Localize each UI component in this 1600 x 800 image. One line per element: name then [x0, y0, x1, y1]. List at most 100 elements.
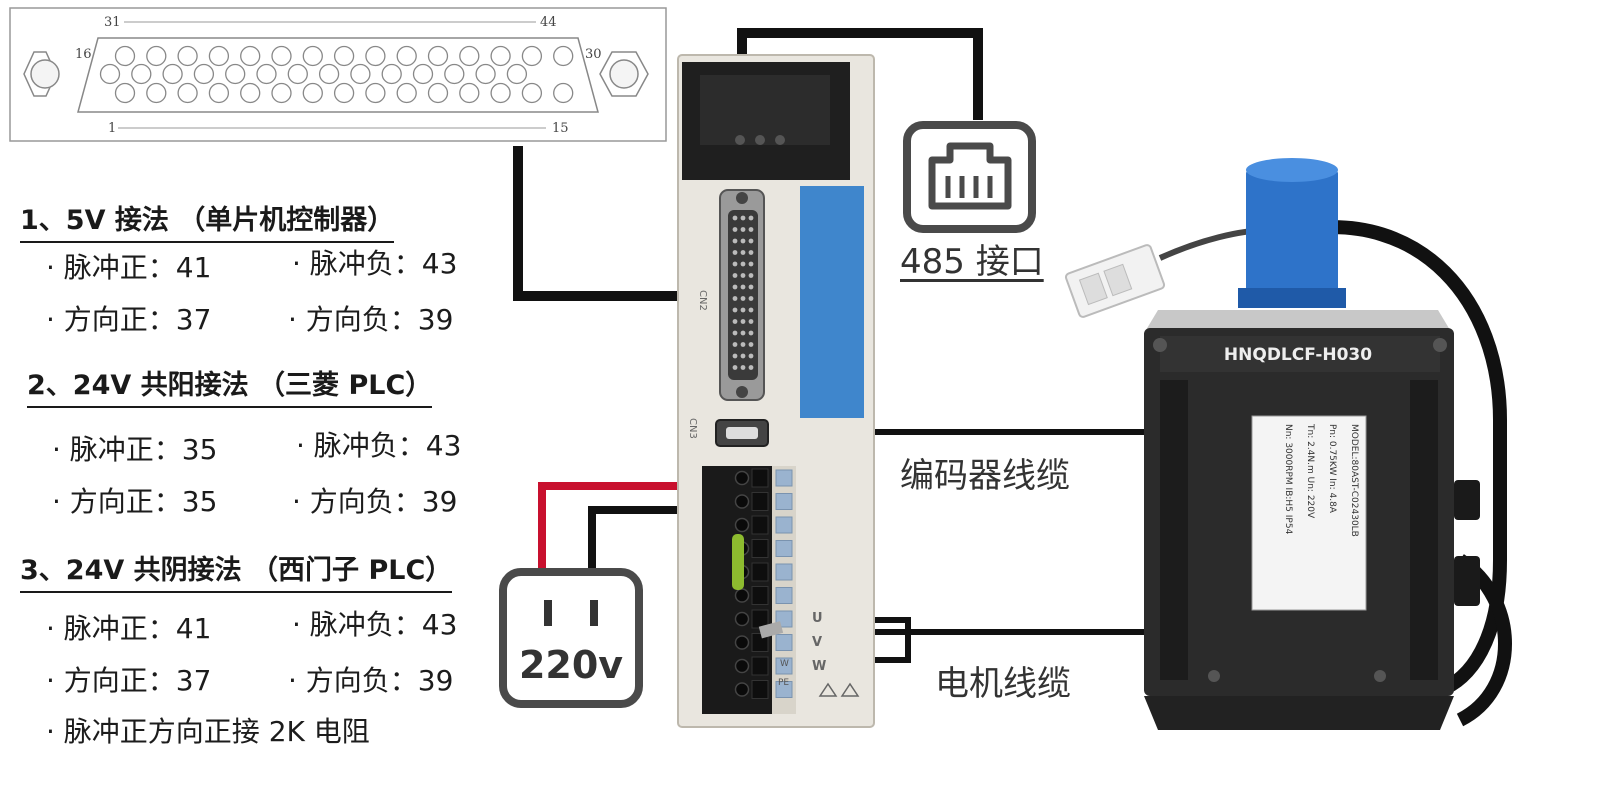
phase-label-u: U [812, 611, 823, 626]
connector-pin [302, 82, 323, 104]
cn2-pin [732, 330, 738, 336]
connector-pin [114, 82, 136, 104]
section-1-pulse-negative: · 脉冲负：43 [292, 247, 458, 280]
connector-pin [208, 45, 230, 67]
pin-label-30: 30 [585, 47, 602, 62]
cn2-pin [740, 342, 746, 347]
power-voltage-label: 220v [519, 643, 623, 687]
cn2-pin [740, 330, 746, 336]
motor-model-header: HNQDLCF-H030 [1224, 345, 1372, 365]
cn2-pin [740, 227, 746, 232]
cn2-pin [748, 319, 754, 324]
connector-pin [333, 82, 355, 104]
connector-pin [475, 63, 496, 85]
connector-pin [459, 82, 480, 104]
connector-pin [427, 45, 449, 67]
connector-pin [506, 63, 528, 85]
cn2-pin [740, 296, 746, 301]
terminal-slot [751, 539, 769, 558]
connector-pin [365, 45, 386, 67]
cable-gland-power [1454, 556, 1480, 606]
cn2-pin [740, 273, 746, 278]
mount-hole-right [609, 59, 639, 89]
power-outlet-icon: 220v [499, 568, 643, 708]
db44-connector-pinout: 31 44 16 30 1 15 [9, 7, 667, 142]
cn2-pin [732, 238, 738, 244]
connector-pin [302, 45, 323, 67]
connector-pin [396, 82, 417, 104]
driver-blue-label [800, 186, 864, 418]
section-2-direction-positive: · 方向正：35 [52, 485, 218, 518]
encoder-cable-label: 编码器线缆 [900, 456, 1070, 496]
pin-label-44: 44 [540, 15, 557, 30]
encoder-cap [1246, 168, 1338, 298]
section-3-heading: 3、24V 共阴接法 （西门子 PLC） [20, 548, 453, 593]
connector-pin [99, 63, 121, 85]
connector-pin [553, 82, 574, 104]
connector-pin [427, 82, 449, 104]
cn2-pin [748, 307, 754, 313]
cn2-pin [740, 353, 746, 359]
connector-pin [490, 82, 511, 104]
cn2-pin [748, 284, 754, 290]
warning-icon-2 [840, 682, 860, 697]
connector-pin [444, 63, 465, 85]
cn2-pin [740, 319, 746, 324]
rs485-wire [737, 28, 983, 120]
terminal-slot [751, 515, 769, 535]
terminal-screw [734, 658, 750, 674]
cn2-pin [732, 261, 738, 267]
cn2-pin [732, 284, 738, 290]
terminal-slot [751, 680, 769, 699]
connector-pin [287, 63, 308, 85]
motor-nameplate [1251, 415, 1367, 611]
connector-pin [177, 45, 198, 67]
connector-pin [381, 63, 402, 85]
terminal-marker [775, 587, 793, 604]
terminal-marker [775, 657, 793, 675]
terminal-label-w: W [780, 659, 789, 669]
warning-icon [818, 682, 838, 697]
terminal-marker [775, 563, 793, 581]
rs485-port-label: 485 接口 [900, 242, 1044, 282]
section-1-pulse-positive: · 脉冲正：41 [46, 251, 212, 284]
servo-driver: CN2 CN3 U V W W PE [677, 54, 875, 728]
section-2-pulse-negative: · 脉冲负：43 [296, 429, 462, 462]
cn2-pin [732, 307, 738, 313]
terminal-slot [751, 586, 769, 605]
connector-pin [240, 45, 261, 67]
connector-pin [162, 63, 183, 85]
connector-pin [459, 45, 480, 67]
cn2-pin [740, 215, 746, 221]
cn2-pin [748, 353, 754, 359]
pin-label-1: 1 [108, 121, 116, 136]
terminal-screw [734, 635, 750, 650]
cn2-signal-wire [513, 146, 700, 301]
connector-pin [177, 82, 198, 104]
connector-pin [208, 82, 230, 104]
cn2-pin [732, 273, 738, 278]
cn2-pin [732, 365, 738, 370]
terminal-screw [734, 470, 750, 486]
phase-label-v: V [812, 635, 822, 650]
terminal-screw [734, 611, 750, 627]
connector-pin [490, 45, 511, 67]
terminal-screw [734, 682, 750, 697]
connector-pin [146, 82, 167, 104]
section-3-direction-negative: · 方向负：39 [288, 664, 454, 697]
pin-label-31: 31 [104, 15, 121, 30]
section-1-direction-negative: · 方向负：39 [288, 303, 454, 336]
section-1-direction-positive: · 方向正：37 [46, 303, 212, 336]
cn2-pin [748, 261, 754, 267]
terminal-slot [751, 562, 769, 582]
section-2-direction-negative: · 方向负：39 [292, 485, 458, 518]
ground-wire-yellow-green [732, 534, 744, 590]
connector-pin [146, 45, 167, 67]
terminal-slot [751, 633, 769, 652]
connector-pin [256, 63, 277, 85]
cn2-pin [732, 215, 738, 221]
cn2-pin [748, 227, 754, 232]
section-3-pulse-negative: · 脉冲负：43 [292, 608, 458, 641]
cn2-pin [748, 273, 754, 278]
